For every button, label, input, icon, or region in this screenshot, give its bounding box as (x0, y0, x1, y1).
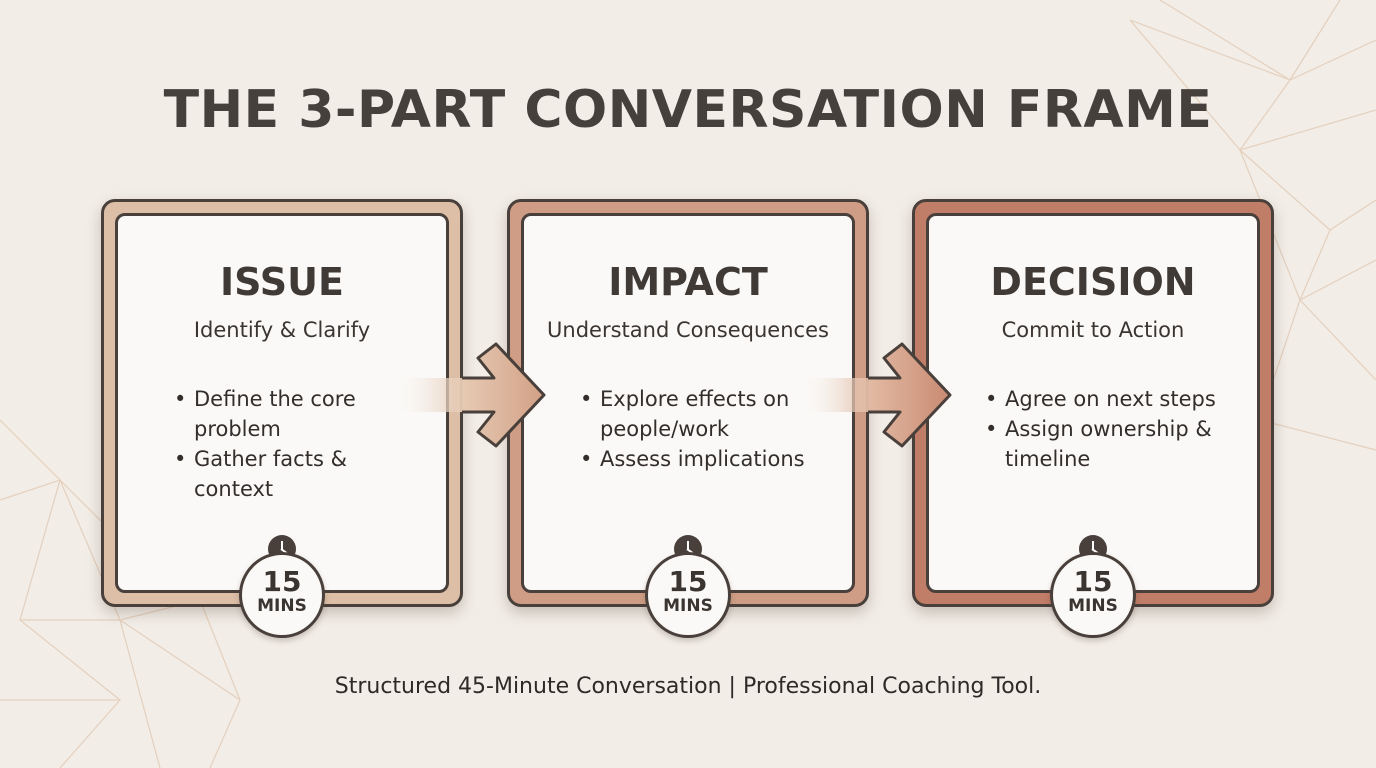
bullet-item: Assess implications (578, 444, 828, 474)
card-subheading: Identify & Clarify (193, 318, 371, 342)
card-panel: ISSUE Identify & Clarify Define the core… (115, 213, 449, 593)
card-heading: IMPACT (608, 260, 768, 304)
card-decision: DECISION Commit to Action Agree on next … (912, 199, 1274, 638)
bullet-list: Define the core problem Gather facts & c… (172, 384, 422, 504)
duration-badge: 15 MINS (1050, 552, 1136, 638)
card-heading: ISSUE (220, 260, 344, 304)
card-subheading: Commit to Action (1001, 318, 1185, 342)
footer-caption: Structured 45-Minute Conversation | Prof… (334, 674, 1042, 699)
card-subheading: Understand Consequences (547, 318, 829, 342)
bullet-list: Agree on next steps Assign ownership & t… (983, 384, 1233, 474)
bullet-item: Assign ownership & timeline (983, 414, 1233, 474)
duration-unit: MINS (257, 596, 307, 616)
bullet-item: Agree on next steps (983, 384, 1233, 414)
bullet-item: Define the core problem (172, 384, 422, 444)
card-impact: IMPACT Understand Consequences Explore e… (507, 199, 869, 638)
arrow-right-icon (400, 342, 546, 448)
bullet-item: Gather facts & context (172, 444, 422, 504)
duration-badge: 15 MINS (645, 552, 731, 638)
duration-badge: 15 MINS (239, 552, 325, 638)
duration-unit: MINS (1068, 596, 1118, 616)
card-panel: DECISION Commit to Action Agree on next … (926, 213, 1260, 593)
page-title: THE 3-PART CONVERSATION FRAME (163, 80, 1213, 140)
duration-value: 15 (1073, 565, 1113, 598)
card-heading: DECISION (990, 260, 1196, 304)
duration-value: 15 (262, 565, 302, 598)
bullet-list: Explore effects on people/work Assess im… (578, 384, 828, 474)
duration-value: 15 (668, 565, 708, 598)
duration-unit: MINS (663, 596, 713, 616)
bullet-item: Explore effects on people/work (578, 384, 828, 444)
arrow-right-icon (806, 342, 952, 448)
card-issue: ISSUE Identify & Clarify Define the core… (101, 199, 463, 638)
card-panel: IMPACT Understand Consequences Explore e… (521, 213, 855, 593)
